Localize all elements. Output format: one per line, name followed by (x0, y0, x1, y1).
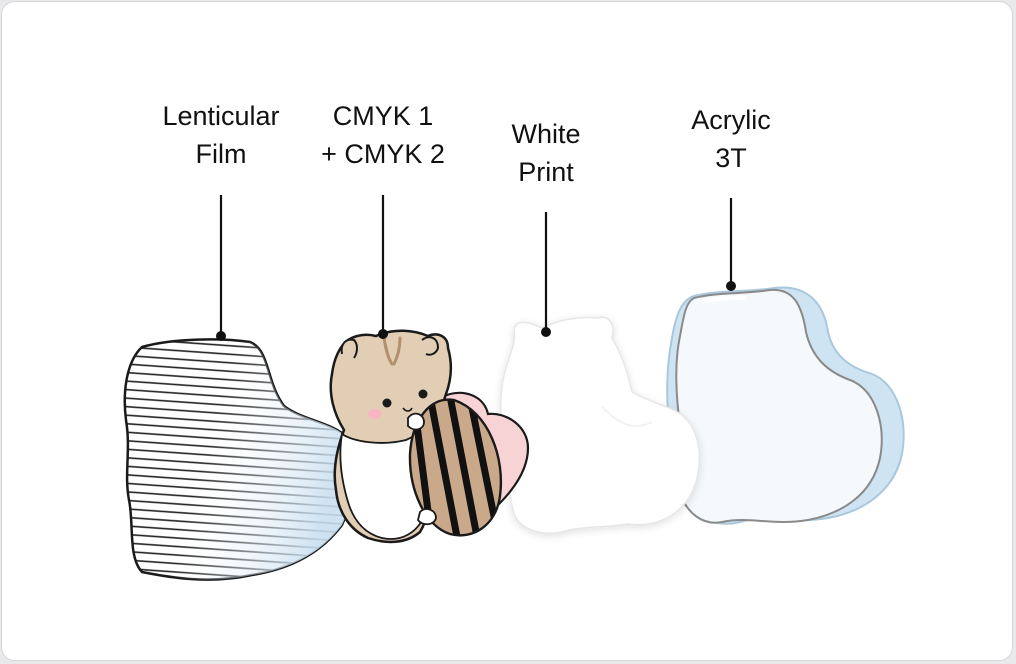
lenticular-film-layer (123, 338, 355, 581)
label-acrylic-3t: Acrylic 3T (631, 101, 831, 177)
label-line: Film (195, 139, 247, 169)
label-line: White (511, 119, 581, 149)
leader-dot-lenticular (216, 331, 226, 341)
hamster-cheek (368, 409, 382, 419)
white-print-layer (500, 316, 701, 534)
leader-dot-acrylic (726, 281, 736, 291)
label-line: Acrylic (691, 105, 771, 135)
cmyk-layer (329, 329, 530, 544)
label-lenticular-film: Lenticular Film (121, 97, 321, 173)
label-white-print: White Print (446, 115, 646, 191)
label-cmyk: CMYK 1 + CMYK 2 (283, 97, 483, 173)
label-line: Print (518, 157, 574, 187)
hamster-ear-right (421, 336, 440, 356)
hamster-eye-right (418, 389, 428, 399)
acrylic-face (675, 288, 883, 524)
label-line: + CMYK 2 (321, 139, 445, 169)
acrylic-3t-layer (666, 286, 905, 525)
hamster-eye-left (382, 398, 392, 408)
leader-dot-cmyk (378, 329, 388, 339)
label-line: 3T (715, 143, 747, 173)
label-line: CMYK 1 (332, 101, 434, 131)
leader-dot-white (541, 327, 551, 337)
leader-lines (216, 195, 736, 341)
hamster-ear-left (340, 338, 358, 359)
white-print-shape (500, 316, 701, 534)
label-line: Lenticular (162, 101, 280, 131)
